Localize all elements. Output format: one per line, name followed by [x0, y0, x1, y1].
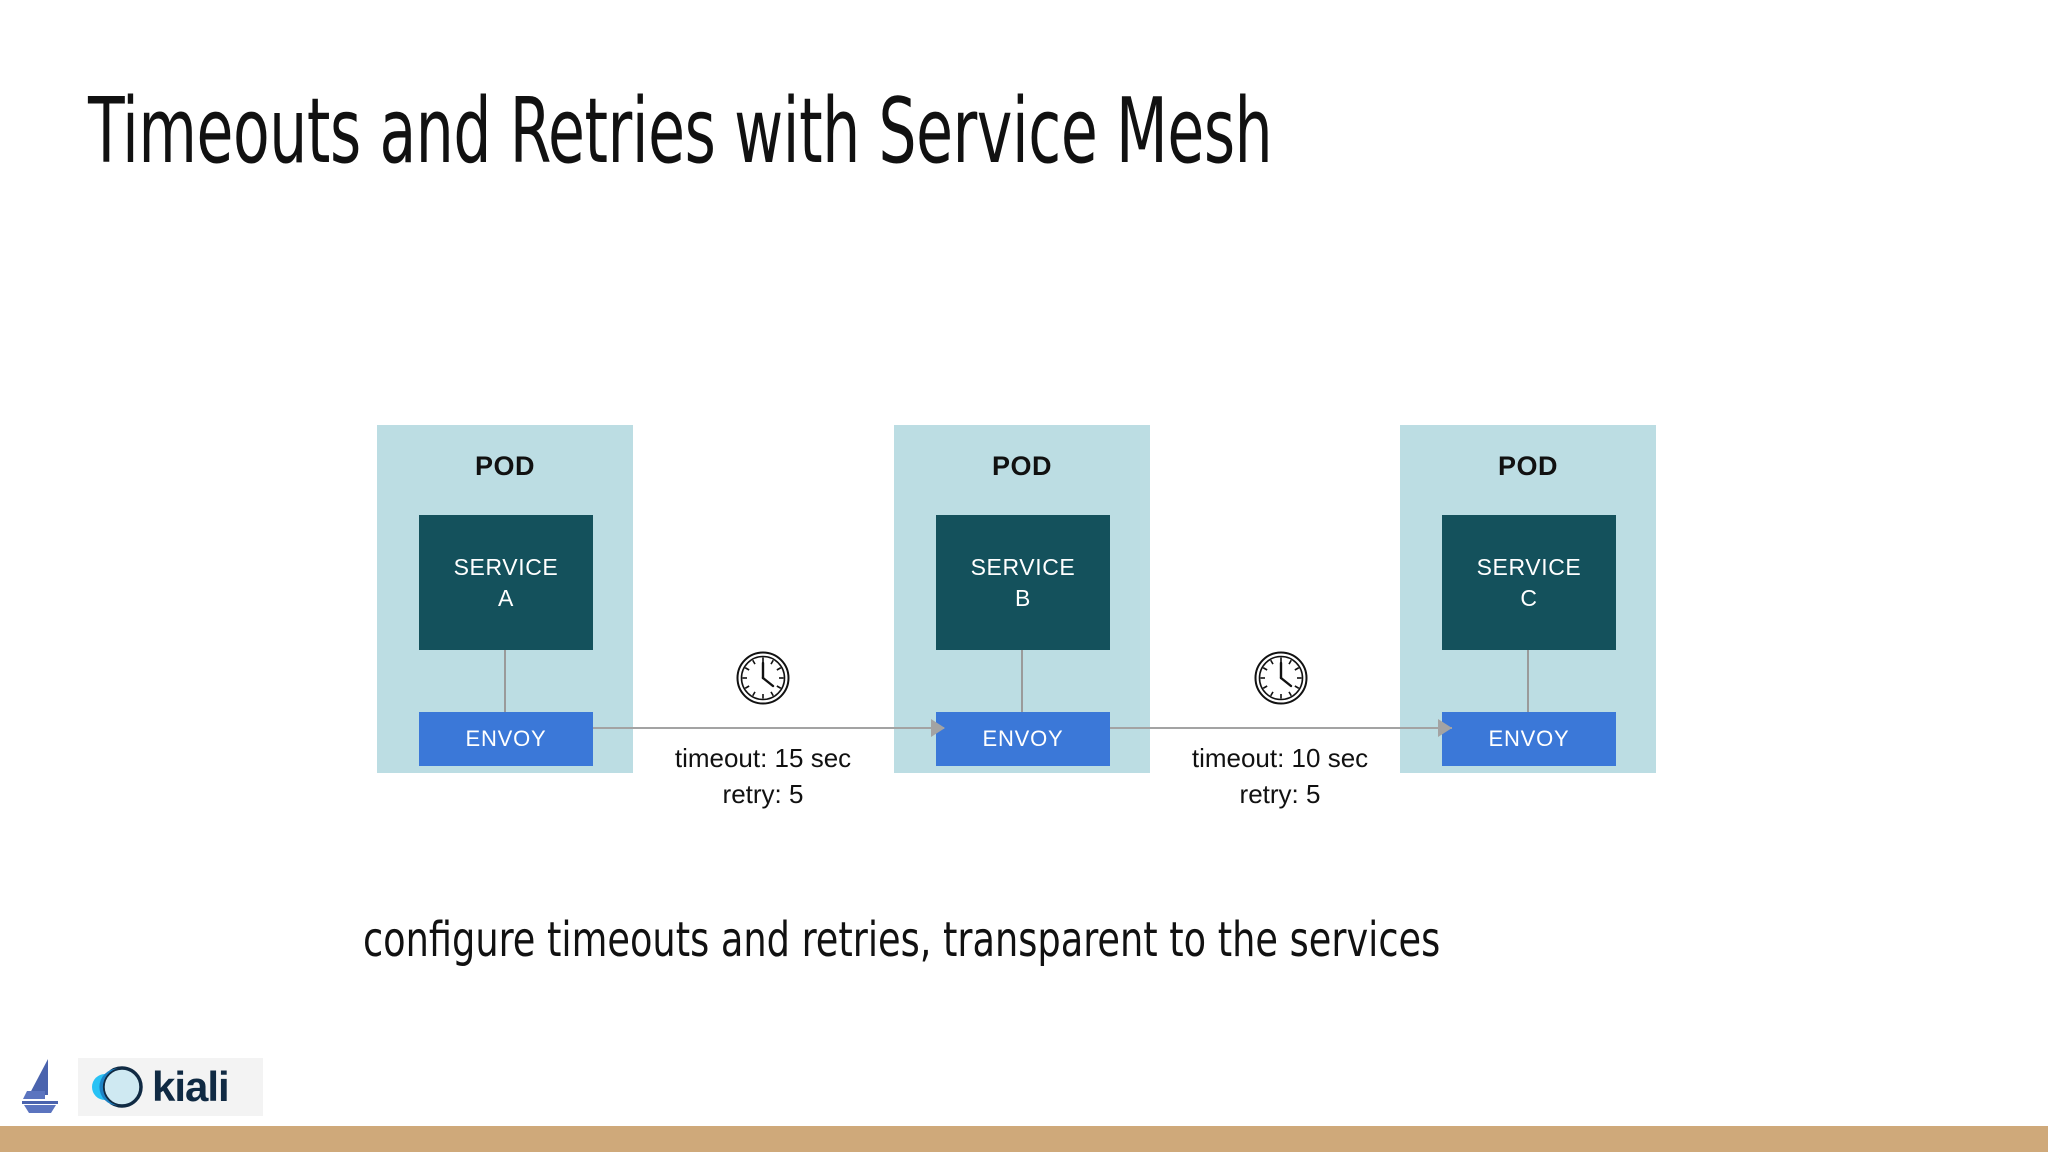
arrow-head-a-to-b	[931, 719, 945, 737]
service-id: C	[1520, 584, 1538, 611]
service-box-b: SERVICE B	[936, 515, 1110, 650]
clock-icon	[736, 651, 790, 705]
pod-label: POD	[991, 451, 1052, 481]
envoy-label: ENVOY	[1488, 726, 1570, 751]
service-id: B	[1015, 584, 1031, 611]
slide-subtitle: configure timeouts and retries, transpar…	[363, 912, 1441, 968]
link-line-b-to-c	[1110, 727, 1452, 729]
envoy-label: ENVOY	[465, 726, 547, 751]
pod-service-b: POD SERVICE B ENVOY	[894, 425, 1150, 773]
kiali-logo: kiali	[78, 1058, 263, 1116]
retry-value: retry: 5	[722, 778, 804, 809]
link-line-a-to-b	[593, 727, 944, 729]
service-name: SERVICE	[1476, 553, 1582, 580]
envoy-box-c: ENVOY	[1442, 712, 1616, 766]
envoy-label: ENVOY	[982, 726, 1064, 751]
service-box-a: SERVICE A	[419, 515, 593, 650]
service-envoy-connector	[504, 650, 506, 712]
service-envoy-connector	[1021, 650, 1023, 712]
bottom-accent-bar	[0, 1126, 2048, 1152]
service-envoy-connector	[1527, 650, 1529, 712]
clock-icon	[1254, 651, 1308, 705]
service-box-c: SERVICE C	[1442, 515, 1616, 650]
pod-service-c: POD SERVICE C ENVOY	[1400, 425, 1656, 773]
retry-value: retry: 5	[1239, 778, 1321, 809]
link-caption-a-to-b: timeout: 15 sec retry: 5	[593, 741, 933, 812]
pod-label: POD	[1497, 451, 1558, 481]
pod-label: POD	[474, 451, 535, 481]
envoy-box-b: ENVOY	[936, 712, 1110, 766]
page-title: Timeouts and Retries with Service Mesh	[88, 79, 1273, 184]
link-caption-b-to-c: timeout: 10 sec retry: 5	[1110, 741, 1450, 812]
istio-sailboat-logo	[22, 1059, 58, 1113]
arrow-head-b-to-c	[1438, 719, 1452, 737]
envoy-box-a: ENVOY	[419, 712, 593, 766]
kiali-mark-icon	[92, 1066, 143, 1108]
timeout-value: timeout: 10 sec	[1191, 743, 1369, 773]
pod-service-a: POD SERVICE A ENVOY	[377, 425, 633, 773]
service-id: A	[498, 584, 514, 611]
kiali-wordmark: kiali	[152, 1063, 230, 1110]
service-name: SERVICE	[970, 553, 1076, 580]
service-name: SERVICE	[453, 553, 559, 580]
timeout-value: timeout: 15 sec	[674, 743, 852, 773]
